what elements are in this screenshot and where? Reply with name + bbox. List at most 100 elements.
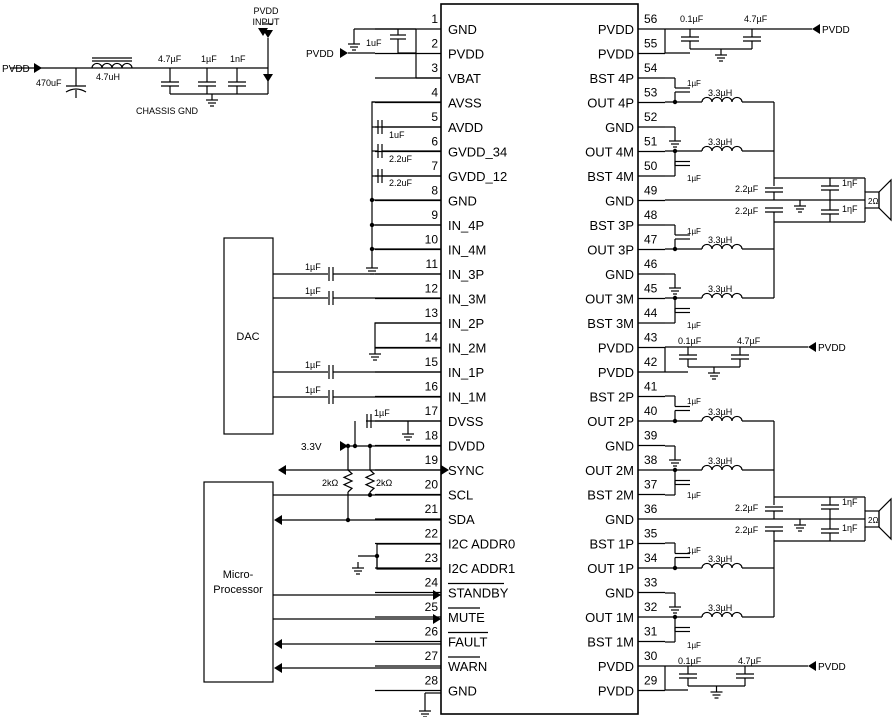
pin-name-gvdd-34: GVDD_34	[448, 145, 507, 160]
pin-name-dvss: DVSS	[448, 414, 484, 429]
c22-label: 2.2uF	[389, 178, 413, 188]
l33-label: 3.3µH	[708, 407, 732, 417]
pin-name-avdd: AVDD	[448, 120, 483, 135]
pin-number-24: 24	[425, 576, 439, 590]
pin-number-11: 11	[426, 257, 439, 271]
pin-name-out-3p: OUT 3P	[587, 243, 634, 258]
pin-number-27: 27	[425, 649, 439, 663]
pvdd-input-label: PVDD	[253, 6, 279, 16]
pvdd-label: PVDD	[822, 25, 850, 36]
c1u-label: 1µF	[687, 491, 701, 500]
pin-name-pvdd: PVDD	[598, 365, 634, 380]
junction-dot	[672, 246, 678, 252]
v33-label: 3.3V	[301, 442, 322, 453]
ic-pins: 1GND2PVDD3VBAT4AVSS5AVDD6GVDD_347GVDD_12…	[425, 12, 658, 699]
pin-name-scl: SCL	[448, 488, 473, 503]
inductor	[701, 243, 743, 250]
pin-number-19: 19	[425, 453, 439, 467]
junction-dot	[672, 99, 678, 105]
inductor-4-7uH	[91, 62, 133, 69]
pin-number-15: 15	[425, 355, 439, 369]
arrow-left	[808, 342, 816, 352]
c1nf-label: 1ηF	[842, 178, 858, 188]
pin-number-50: 50	[644, 159, 658, 173]
pin-name-bst-2p: BST 2P	[589, 390, 634, 405]
pin-name-standby: STANDBY	[448, 586, 509, 601]
c22-label: 2.2µF	[735, 503, 759, 513]
pin-number-5: 5	[431, 110, 438, 124]
pin-number-12: 12	[425, 282, 439, 296]
pin-number-4: 4	[431, 86, 438, 100]
wire	[371, 101, 375, 176]
pin-number-13: 13	[425, 306, 439, 320]
junction-dot	[345, 443, 351, 449]
polarized-capacitor	[65, 88, 87, 93]
pin-name-gnd: GND	[448, 684, 477, 699]
pin-number-46: 46	[644, 257, 658, 271]
pin-number-49: 49	[644, 184, 658, 198]
pin-number-43: 43	[644, 331, 658, 345]
inductor	[701, 611, 743, 618]
c01-label: 0.1µF	[678, 656, 702, 666]
junction-dot	[369, 222, 375, 228]
dac-block	[223, 237, 274, 435]
pin-name-bst-2m: BST 2M	[587, 488, 634, 503]
pin-name-avss: AVSS	[448, 96, 482, 111]
pin-name-in-2m: IN_2M	[448, 341, 486, 356]
arrow-down	[263, 30, 273, 38]
pin-number-25: 25	[425, 600, 439, 614]
pin-number-31: 31	[644, 625, 658, 639]
pin-name-in-2p: IN_2P	[448, 316, 484, 331]
resistor	[364, 469, 376, 493]
pin-number-48: 48	[644, 208, 658, 222]
ic-body	[440, 3, 639, 715]
c1u-label: 1µF	[687, 546, 701, 555]
pin-number-33: 33	[644, 576, 658, 590]
pin-name-out-3m: OUT 3M	[585, 292, 634, 307]
resistor	[342, 469, 354, 493]
pin-name-sda: SDA	[448, 512, 475, 527]
c1u-label: 1µF	[687, 397, 701, 406]
l33-label: 3.3µH	[708, 137, 732, 147]
c470-label: 470uF	[36, 78, 62, 88]
l47-label: 4.7uH	[96, 72, 120, 82]
pin-name-gnd: GND	[605, 120, 634, 135]
pin-name-bst-3p: BST 3P	[589, 218, 634, 233]
arrow-left	[274, 663, 282, 673]
pin-name-pvdd: PVDD	[598, 659, 634, 674]
c1u-label: 1µF	[305, 360, 321, 370]
junction-dot	[367, 492, 373, 498]
pin-name-gnd: GND	[448, 194, 477, 209]
speaker-cone	[878, 497, 892, 541]
pin-name-gnd: GND	[605, 267, 634, 282]
l33-label: 3.3µH	[708, 456, 732, 466]
pin-number-36: 36	[644, 502, 658, 516]
pin-number-16: 16	[425, 380, 439, 394]
arrow-left	[274, 515, 282, 525]
pin-name-bst-1m: BST 1M	[587, 635, 634, 650]
c47-label: 4.7µF	[158, 54, 182, 64]
pin-number-35: 35	[644, 527, 658, 541]
chassis-gnd-label: CHASSIS GND	[136, 106, 199, 116]
inductor	[701, 562, 743, 569]
pin-name-pvdd: PVDD	[598, 47, 634, 62]
pin-number-54: 54	[644, 61, 658, 75]
c1u-label: 1µF	[687, 174, 701, 183]
pin-number-42: 42	[644, 355, 658, 369]
pin-name-i2c-addr1: I2C ADDR1	[448, 561, 515, 576]
arrow-down	[263, 74, 273, 82]
pin-name-out-4p: OUT 4P	[587, 96, 634, 111]
c47-label: 4.7µF	[737, 336, 761, 346]
pin-number-7: 7	[431, 159, 438, 173]
r2k-label: 2kΩ	[376, 478, 393, 488]
inductor	[701, 415, 743, 422]
arrow-right	[433, 590, 441, 600]
pin-name-out-1p: OUT 1P	[587, 561, 634, 576]
pin-name-gnd: GND	[448, 22, 477, 37]
c22-label: 2.2µF	[735, 525, 759, 535]
inductor	[701, 145, 743, 152]
pin-number-9: 9	[431, 208, 438, 222]
pin-name-out-2p: OUT 2P	[587, 414, 634, 429]
arrow-right	[34, 63, 42, 73]
pin-name-in-1m: IN_1M	[448, 390, 486, 405]
